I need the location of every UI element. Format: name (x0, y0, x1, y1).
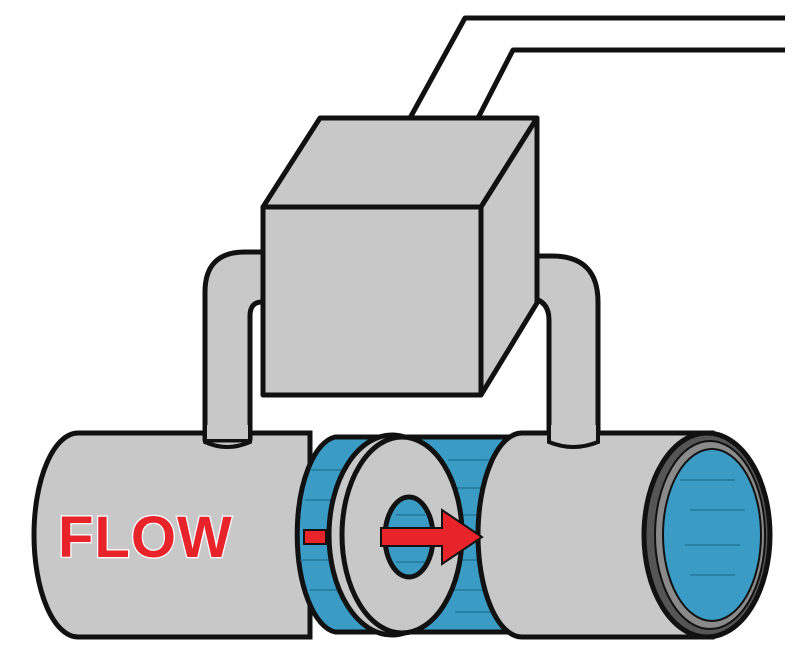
pipe-outlet-fluid (662, 448, 762, 622)
flow-arrow-icon (303, 508, 484, 566)
pipe-left-section (31, 430, 313, 640)
transmitter-front-face (260, 204, 484, 398)
flow-arrow-head (380, 508, 484, 566)
flow-arrow-tail (303, 529, 327, 545)
impulse-tube-left (202, 249, 271, 443)
flow-label: FLOW (58, 505, 233, 570)
transmitter-box-icon (260, 115, 540, 398)
pipe-right-section (475, 430, 773, 640)
signal-cable-1 (407, 15, 785, 120)
signal-cables (407, 15, 785, 120)
signal-cable-2 (475, 47, 785, 120)
